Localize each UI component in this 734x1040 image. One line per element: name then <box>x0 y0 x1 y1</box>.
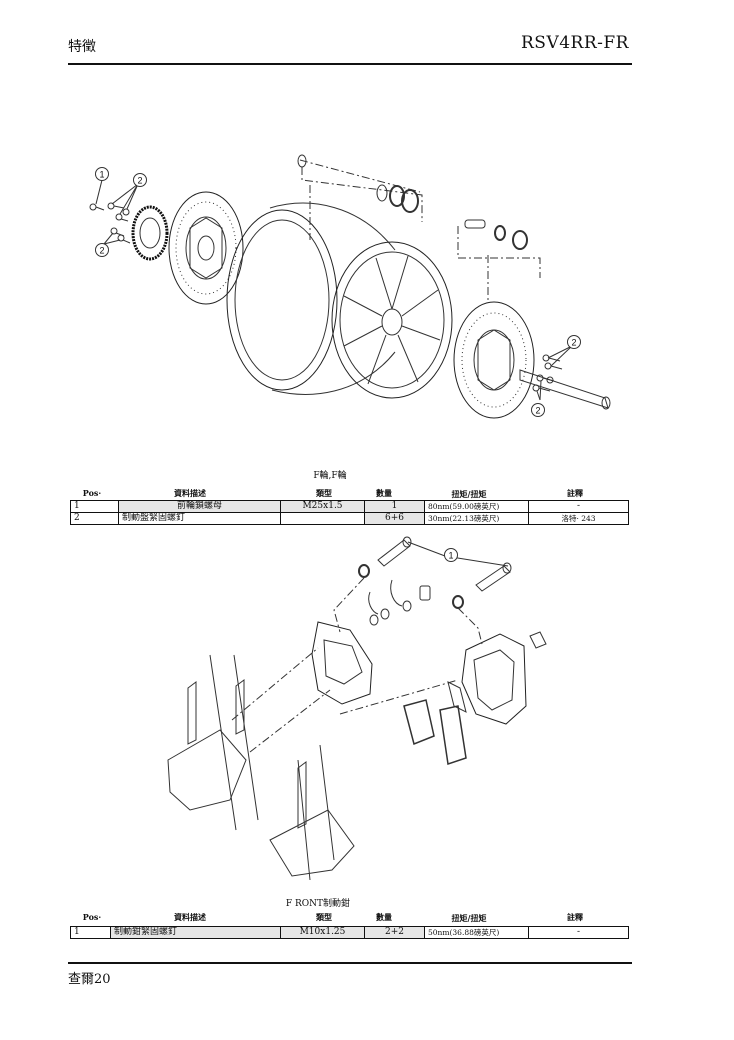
section1-caption: F輪,F輪 <box>313 471 347 481</box>
col-head-torque: 扭矩/扭矩 <box>451 913 487 923</box>
callout-circle <box>133 173 147 187</box>
col-head-type: 類型 <box>316 912 332 922</box>
callout-label: 2 <box>571 338 576 348</box>
cell-note: - <box>528 500 629 513</box>
cell-pos: 1 <box>70 500 119 513</box>
cell-pos: 2 <box>70 512 119 525</box>
cell-desc: 前輪鎖螺母 <box>118 500 281 513</box>
page-header-right: RSV4RR-FR <box>521 33 629 53</box>
callout-circle <box>444 548 458 562</box>
col-head-qty: 數量 <box>376 488 392 498</box>
cell-qty: 1 <box>364 500 425 513</box>
cell-note: - <box>528 926 629 939</box>
col-head-desc: 資料描述 <box>174 488 206 498</box>
col-head-note: 註釋 <box>567 488 583 498</box>
col-head-pos: Pos· <box>82 488 102 498</box>
callout-label: 2 <box>99 246 104 256</box>
callout-circle <box>95 243 109 257</box>
cell-qty: 6+6 <box>364 512 425 525</box>
callout-label: 2 <box>535 406 540 416</box>
col-head-type: 類型 <box>316 488 332 498</box>
cell-pos: 1 <box>70 926 111 939</box>
page-footer: 查爾20 <box>68 972 111 987</box>
cell-note: 洛特· 243 <box>528 512 629 525</box>
page-header-left: 特徵 <box>68 39 96 55</box>
cell-qty: 2+2 <box>364 926 425 939</box>
callout-label: 1 <box>99 170 104 180</box>
callout-circle <box>95 167 109 181</box>
cell-torque: 30nm(22.13磅英尺) <box>424 512 529 525</box>
callouts: 1 2 2 2 2 1 <box>95 167 581 562</box>
cell-type: M25x1.5 <box>280 500 365 513</box>
parts-table-caliper: 1 制動鉗緊固螺釘 M10x1.25 2+2 50nm(36.88磅英尺) - <box>70 926 629 939</box>
cell-desc: 制動盤緊固螺釘 <box>118 512 281 525</box>
col-head-desc: 資料描述 <box>174 912 206 922</box>
cell-type: M10x1.25 <box>280 926 365 939</box>
col-head-pos: Pos· <box>82 912 102 922</box>
col-head-qty: 數量 <box>376 912 392 922</box>
header-rule <box>68 63 632 65</box>
table-row: 1 制動鉗緊固螺釘 M10x1.25 2+2 50nm(36.88磅英尺) - <box>70 926 629 939</box>
cell-torque: 50nm(36.88磅英尺) <box>424 926 529 939</box>
col-head-note: 註釋 <box>567 912 583 922</box>
table-row: 1 前輪鎖螺母 M25x1.5 1 80nm(59.00磅英尺) - <box>70 500 629 513</box>
parts-table-wheel: 1 前輪鎖螺母 M25x1.5 1 80nm(59.00磅英尺) - 2 制動盤… <box>70 500 629 525</box>
cell-desc: 制動鉗緊固螺釘 <box>110 926 281 939</box>
callout-label: 1 <box>448 551 453 561</box>
cell-torque: 80nm(59.00磅英尺) <box>424 500 529 513</box>
col-head-torque: 扭矩/扭矩 <box>451 489 487 499</box>
footer-rule <box>68 962 632 964</box>
section2-caption: F RONT制動鉗 <box>285 899 351 909</box>
callout-circle <box>531 403 545 417</box>
wheel-diagram <box>89 154 611 419</box>
table-row: 2 制動盤緊固螺釘 6+6 30nm(22.13磅英尺) 洛特· 243 <box>70 512 629 525</box>
callout-label: 2 <box>137 176 142 186</box>
cell-type <box>280 512 365 525</box>
callout-circle <box>567 335 581 349</box>
caliper-diagram <box>167 536 547 881</box>
